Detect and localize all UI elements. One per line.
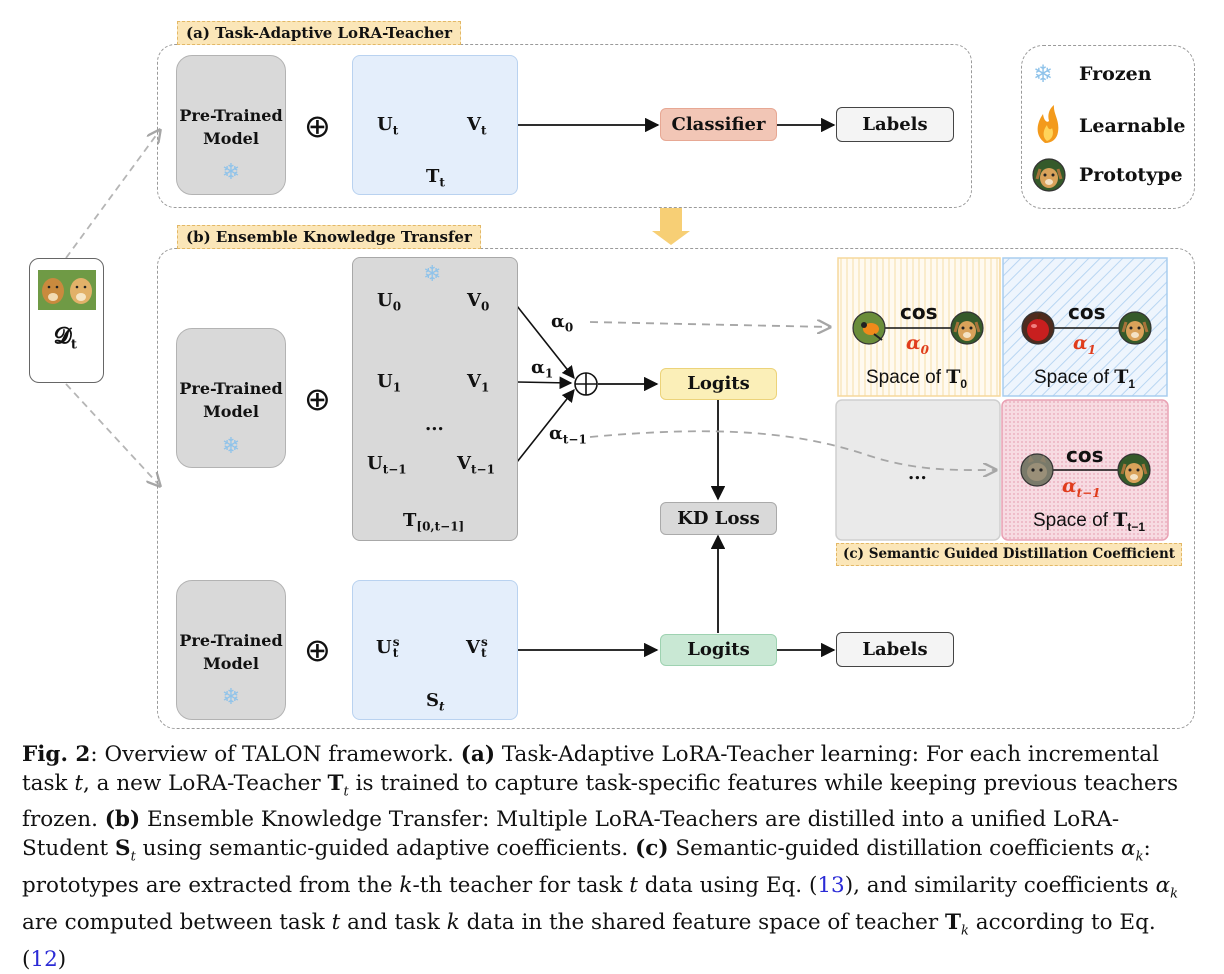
arrow-alphat <box>516 388 575 463</box>
pretrained-label: Pre-Trained Model <box>177 104 285 150</box>
teacher-logits-box: Logits <box>660 368 777 400</box>
space-label-tt: Space of Tt−1 <box>1033 509 1146 534</box>
space-label-t0: Space of T0 <box>866 366 968 391</box>
kd-loss-box: KD Loss <box>660 502 777 535</box>
sum-plus <box>575 373 597 395</box>
vt-label: Vt−1 <box>457 453 495 477</box>
pretrained-model-b: Pre-Trained Model ❄ <box>176 328 286 468</box>
pretrained-model-c: Pre-Trained Model ❄ <box>176 580 286 720</box>
teachers-frozen-icon: ❄ <box>423 262 442 287</box>
section-b-box <box>157 248 1195 729</box>
alpha-red-t0: α0 <box>906 332 929 357</box>
legend-frozen-icon: ❄ <box>1033 60 1054 88</box>
ref-eq13-link[interactable]: 13 <box>817 872 845 898</box>
pretrained-label-c: Pre-Trained Model <box>177 629 285 675</box>
legend-box <box>1021 45 1195 209</box>
ref-eq12-link[interactable]: 12 <box>30 946 58 972</box>
labels-box-top: Labels <box>836 107 954 142</box>
cos-label-tt: cos <box>1066 443 1104 467</box>
down-arrow <box>652 208 690 245</box>
section-a-box <box>157 44 972 208</box>
pretrained-line2: Model <box>203 129 259 148</box>
pretrained-line2-c: Model <box>203 654 259 673</box>
arrow-alpha1 <box>516 376 573 390</box>
legend-flame-icon <box>1037 105 1059 143</box>
space-ellipsis: ... <box>908 463 927 484</box>
dataset-card <box>29 258 104 383</box>
section-b-tag: (b) Ensemble Knowledge Transfer <box>177 225 481 249</box>
alpha0-label: α0 <box>551 311 574 335</box>
cos-label-t0: cos <box>900 300 938 324</box>
dog-prototype-icon <box>950 311 984 345</box>
teacher-u-label: Ut <box>377 114 399 138</box>
teacher-panel-t <box>352 55 518 195</box>
cos-label-t1: cos <box>1068 300 1106 324</box>
u1-label: U1 <box>377 371 402 395</box>
frozen-snowflake-icon: ❄ <box>221 160 241 185</box>
alpha-red-tt: αt−1 <box>1062 475 1101 500</box>
dataset-arrow-top <box>65 130 160 259</box>
legend-learnable-label: Learnable <box>1079 115 1186 137</box>
dashed-arrow-alphat <box>589 430 996 470</box>
student-logits-box: Logits <box>660 634 777 666</box>
legend-frozen-label: Frozen <box>1079 63 1152 85</box>
figure-caption: Fig. 2: Overview of TALON framework. (a)… <box>22 742 1179 972</box>
labels-box-bottom: Labels <box>836 632 954 667</box>
teachers-panel <box>352 257 518 541</box>
section-c-tag: (c) Semantic Guided Distillation Coeffic… <box>836 543 1183 566</box>
pretrained-label-b: Pre-Trained Model <box>177 377 285 423</box>
v1-label: V1 <box>467 371 490 395</box>
classifier-box: Classifier <box>660 108 777 141</box>
dataset-arrow-bottom <box>65 383 160 486</box>
space-label-t1: Space of T1 <box>1034 366 1136 391</box>
legend-dog-prototype-icon <box>1032 158 1066 192</box>
student-panel <box>352 580 518 720</box>
bird-prototype-icon <box>852 311 886 345</box>
ut-label: Ut−1 <box>367 453 407 477</box>
alphat-label: αt−1 <box>549 423 587 447</box>
v0-label: V0 <box>467 290 490 314</box>
plus-operator-icon-c: ⊕ <box>304 631 331 669</box>
alpha1-label: α1 <box>531 357 554 381</box>
teacher-v-label: Vt <box>467 114 487 138</box>
pretrained-model-a: Pre-Trained Model ❄ <box>176 55 286 195</box>
space-cell-empty <box>835 399 1001 541</box>
dataset-dog-image <box>38 270 96 310</box>
pretrained-line1-b: Pre-Trained <box>179 379 283 398</box>
frozen-snowflake-icon-b: ❄ <box>221 434 241 459</box>
apple-prototype-icon <box>1021 311 1055 345</box>
teachers-name-label: T[0,t−1] <box>403 510 465 534</box>
arrow-alpha0 <box>516 305 575 380</box>
pretrained-line2-b: Model <box>203 402 259 421</box>
pretrained-line1-c: Pre-Trained <box>179 631 283 650</box>
cat-prototype-icon <box>1020 453 1054 487</box>
legend-prototype-label: Prototype <box>1079 164 1183 186</box>
dog-prototype-icon-2 <box>1118 311 1152 345</box>
student-name-label: St <box>426 690 445 714</box>
frozen-snowflake-icon-c: ❄ <box>221 685 241 710</box>
plus-operator-icon: ⊕ <box>304 107 331 145</box>
alpha-red-t1: α1 <box>1073 332 1096 357</box>
u0-label: U0 <box>377 290 402 314</box>
teachers-ellipsis: ... <box>425 414 444 435</box>
pretrained-line1: Pre-Trained <box>179 106 283 125</box>
teacher-name-label: Tt <box>426 166 445 190</box>
dog-prototype-icon-3 <box>1117 453 1151 487</box>
section-a-tag: (a) Task-Adaptive LoRA-Teacher <box>177 21 462 45</box>
dataset-label: 𝓓t <box>54 323 77 353</box>
plus-operator-icon-b: ⊕ <box>304 380 331 418</box>
dashed-arrow-alpha0 <box>589 322 830 327</box>
